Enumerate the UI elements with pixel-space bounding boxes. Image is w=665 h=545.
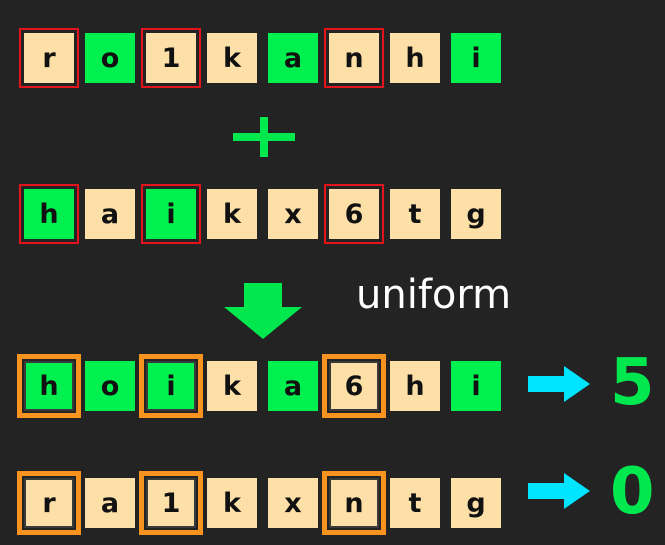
crossover-type-label: uniform xyxy=(356,272,512,318)
child1-score: 5 xyxy=(610,346,655,420)
right-arrow-icon xyxy=(528,366,590,402)
parent2-gene-6: t xyxy=(390,189,440,239)
parent1-gene-7: i xyxy=(451,33,501,83)
parent1-gene-6: h xyxy=(390,33,440,83)
child2-gene-1: a xyxy=(85,478,135,528)
parent1-gene-1: o xyxy=(85,33,135,83)
child1-gene-2: i xyxy=(139,354,203,418)
child1-gene-6: h xyxy=(390,361,440,411)
child1-gene-7: i xyxy=(451,361,501,411)
child2-gene-2: 1 xyxy=(139,471,203,535)
child2-gene-5: n xyxy=(322,471,386,535)
parent2-gene-1: a xyxy=(85,189,135,239)
child2-gene-6: t xyxy=(390,478,440,528)
parent2-gene-4: x xyxy=(268,189,318,239)
child1-gene-5: 6 xyxy=(322,354,386,418)
child1-gene-1: o xyxy=(85,361,135,411)
parent2-gene-2: i xyxy=(141,184,201,244)
right-arrow-icon xyxy=(528,473,590,509)
parent1-gene-0: r xyxy=(19,28,79,88)
down-arrow-icon xyxy=(224,283,302,339)
child1-gene-4: a xyxy=(268,361,318,411)
child1-gene-3: k xyxy=(207,361,257,411)
child2-gene-3: k xyxy=(207,478,257,528)
child2-gene-7: g xyxy=(451,478,501,528)
parent2-gene-7: g xyxy=(451,189,501,239)
plus-operator-icon xyxy=(233,117,295,157)
parent1-gene-2: 1 xyxy=(141,28,201,88)
child1-gene-0: h xyxy=(17,354,81,418)
parent1-gene-3: k xyxy=(207,33,257,83)
child2-score: 0 xyxy=(610,455,655,529)
parent2-gene-0: h xyxy=(19,184,79,244)
child2-gene-0: r xyxy=(17,471,81,535)
parent2-gene-3: k xyxy=(207,189,257,239)
parent1-gene-5: n xyxy=(324,28,384,88)
parent1-gene-4: a xyxy=(268,33,318,83)
child2-gene-4: x xyxy=(268,478,318,528)
parent2-gene-5: 6 xyxy=(324,184,384,244)
